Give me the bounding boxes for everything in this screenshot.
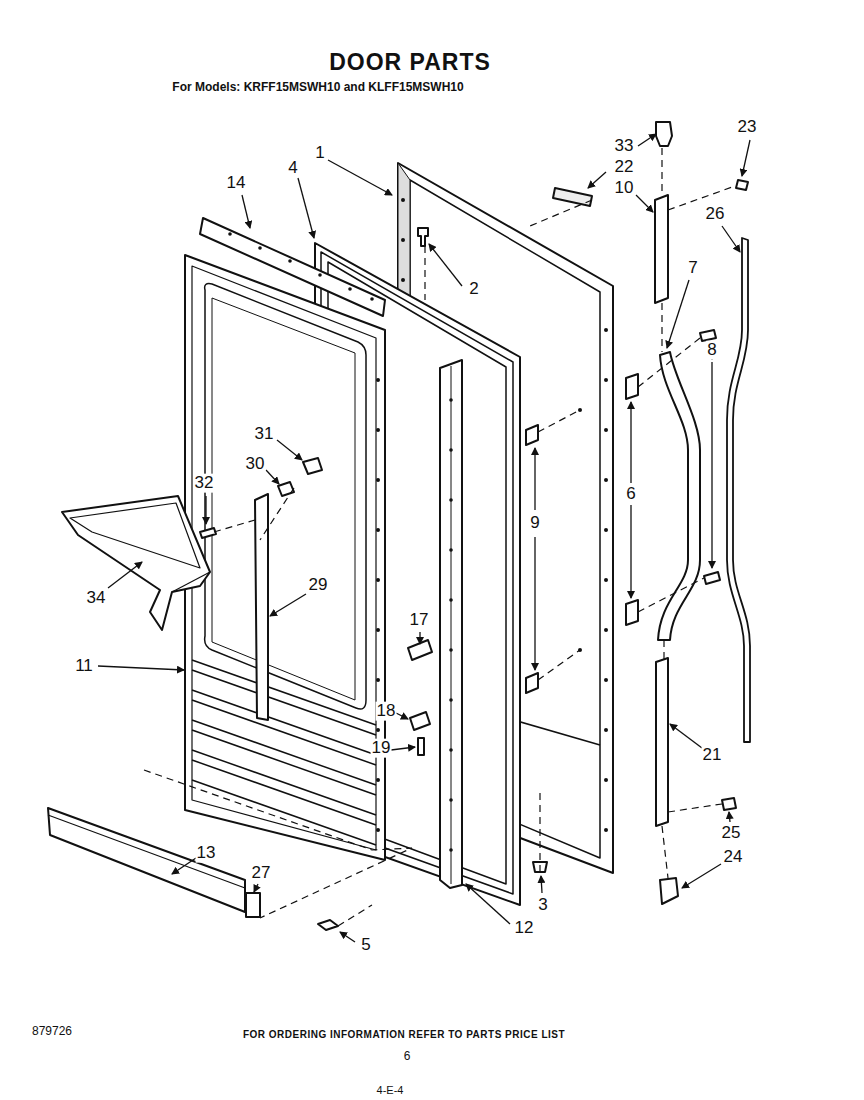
callout-number: 30 [245, 455, 266, 474]
callout-number: 27 [251, 864, 272, 883]
callout-number: 2 [468, 280, 479, 299]
callout-number: 29 [308, 576, 329, 595]
callout-number: 26 [705, 205, 726, 224]
callout-number: 9 [529, 514, 540, 533]
callout-number: 19 [371, 739, 392, 758]
callout-number: 23 [737, 118, 758, 137]
diagram-title: DOOR PARTS [328, 50, 492, 75]
callout-number: 24 [723, 848, 744, 867]
page-number: 6 [403, 1050, 412, 1063]
model-line: For Models: KRFF15MSWH10 and KLFF15MSWH1… [171, 81, 464, 94]
sheet-code: 4-E-4 [376, 1084, 405, 1096]
callout-number: 11 [74, 657, 94, 676]
callout-number: 22 [614, 158, 635, 177]
callout-number: 33 [614, 137, 635, 156]
callout-number: 4 [287, 159, 298, 178]
drawing-number: 879726 [31, 1025, 73, 1038]
callout-number: 25 [721, 824, 742, 843]
callout-number: 7 [687, 259, 698, 278]
callout-number: 32 [194, 474, 215, 493]
callout-number: 21 [702, 746, 723, 765]
ordering-note: FOR ORDERING INFORMATION REFER TO PARTS … [242, 1029, 566, 1040]
callout-number: 8 [706, 341, 717, 360]
callout-number: 3 [537, 896, 548, 915]
callout-number: 17 [409, 611, 430, 630]
callout-number: 6 [625, 485, 636, 504]
callout-number: 13 [196, 844, 217, 863]
callout-number: 14 [226, 174, 247, 193]
callout-number: 1 [314, 144, 325, 163]
callout-number: 10 [614, 179, 635, 198]
callout-number: 18 [376, 702, 397, 721]
callout-number: 12 [514, 919, 535, 938]
callout-number: 34 [86, 589, 107, 608]
callout-number: 31 [254, 425, 275, 444]
callout-number: 5 [360, 936, 371, 955]
